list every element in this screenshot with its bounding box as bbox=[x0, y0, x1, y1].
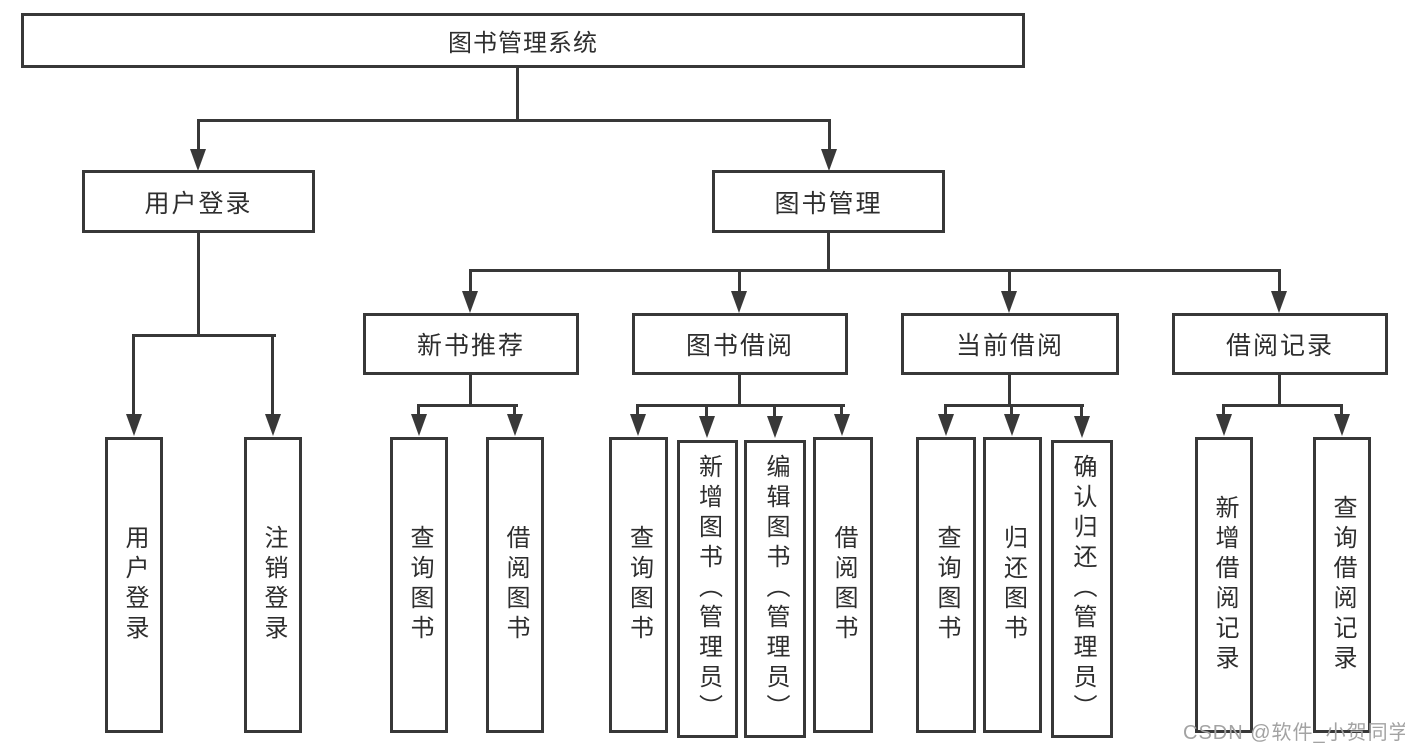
connector-root-horizontal bbox=[197, 119, 831, 122]
connector-bb-leaf4 bbox=[840, 404, 843, 416]
arrowhead-bb-leaf1 bbox=[630, 414, 646, 436]
connector-to-leaf-user-login bbox=[132, 334, 135, 416]
connector-br-horizontal bbox=[1223, 404, 1343, 407]
connector-to-current-borrowing bbox=[1008, 269, 1011, 293]
connector-to-borrowing-records bbox=[1278, 269, 1281, 293]
arrowhead-to-user-login bbox=[190, 149, 206, 171]
leaf-nbr-query-books-label: 查询图书 bbox=[406, 525, 433, 645]
arrowhead-to-book-borrowing bbox=[731, 291, 747, 313]
arrowhead-to-leaf-user-login bbox=[126, 414, 142, 436]
leaf-bb-edit-book-admin-label: 编辑图书（管理员） bbox=[762, 454, 789, 724]
connector-bb-leaf3 bbox=[773, 404, 776, 418]
leaf-br-query-record-label: 查询借阅记录 bbox=[1329, 495, 1356, 675]
connector-cb-leaf1 bbox=[944, 404, 947, 416]
connector-to-book-borrowing bbox=[738, 269, 741, 293]
leaf-bb-borrow-books: 借阅图书 bbox=[813, 437, 873, 733]
arrowhead-br-leaf2 bbox=[1334, 414, 1350, 436]
arrowhead-br-leaf1 bbox=[1216, 414, 1232, 436]
leaf-cb-query-books-label: 查询图书 bbox=[933, 525, 960, 645]
arrowhead-bb-leaf3 bbox=[767, 416, 783, 438]
leaf-bb-edit-book-admin: 编辑图书（管理员） bbox=[744, 440, 806, 738]
arrowhead-bb-leaf4 bbox=[834, 414, 850, 436]
leaf-cb-confirm-return-admin: 确认归还（管理员） bbox=[1051, 440, 1113, 738]
arrowhead-to-new-book-recommend bbox=[462, 291, 478, 313]
node-current-borrowing-label: 当前借阅 bbox=[955, 332, 1064, 360]
arrowhead-cb-leaf3 bbox=[1074, 416, 1090, 438]
connector-cb-leaf2 bbox=[1010, 404, 1013, 416]
leaf-user-login: 用户登录 bbox=[105, 437, 163, 733]
leaf-cb-return-books-label: 归还图书 bbox=[999, 525, 1027, 645]
node-root-book-management-system: 图书管理系统 bbox=[21, 13, 1025, 68]
arrowhead-nbr-leaf1 bbox=[411, 414, 427, 436]
leaf-nbr-query-books: 查询图书 bbox=[390, 437, 448, 733]
arrowhead-to-leaf-logout bbox=[265, 414, 281, 436]
leaf-bb-query-books-label: 查询图书 bbox=[625, 525, 653, 645]
node-current-borrowing: 当前借阅 bbox=[901, 313, 1119, 375]
connector-nbr-leaf1 bbox=[417, 404, 420, 416]
node-book-borrowing: 图书借阅 bbox=[632, 313, 848, 375]
leaf-nbr-borrow-books: 借阅图书 bbox=[486, 437, 544, 733]
connector-to-leaf-logout bbox=[271, 334, 274, 416]
connector-bb-stub bbox=[738, 373, 741, 406]
leaf-bb-add-book-admin-label: 新增图书（管理员） bbox=[694, 454, 722, 724]
node-book-management: 图书管理 bbox=[712, 170, 945, 233]
arrowhead-to-current-borrowing bbox=[1001, 291, 1017, 313]
connector-bb-leaf1 bbox=[636, 404, 639, 416]
connector-user-login-horizontal bbox=[133, 334, 276, 337]
arrowhead-to-borrowing-records bbox=[1271, 291, 1287, 313]
leaf-bb-borrow-books-label: 借阅图书 bbox=[830, 525, 857, 645]
arrowhead-to-book-management bbox=[821, 149, 837, 171]
node-book-borrowing-label: 图书借阅 bbox=[685, 332, 794, 360]
node-book-management-label: 图书管理 bbox=[774, 189, 883, 218]
connector-user-login-stub bbox=[197, 231, 200, 337]
connector-nbr-horizontal bbox=[418, 404, 518, 407]
connector-cb-stub bbox=[1008, 373, 1011, 406]
connector-book-management-stub bbox=[827, 231, 830, 272]
arrowhead-nbr-leaf2 bbox=[507, 414, 523, 436]
connector-to-user-login bbox=[197, 119, 200, 151]
connector-bb-leaf2 bbox=[705, 404, 708, 418]
node-new-book-recommend: 新书推荐 bbox=[363, 313, 579, 375]
leaf-bb-query-books: 查询图书 bbox=[609, 437, 668, 733]
arrowhead-bb-leaf2 bbox=[699, 416, 715, 438]
node-root-label: 图书管理系统 bbox=[448, 30, 598, 57]
connector-nbr-stub bbox=[469, 373, 472, 406]
leaf-cb-return-books: 归还图书 bbox=[983, 437, 1042, 733]
leaf-bb-add-book-admin: 新增图书（管理员） bbox=[677, 440, 738, 738]
node-borrowing-records-label: 借阅记录 bbox=[1225, 332, 1334, 360]
leaf-br-add-record: 新增借阅记录 bbox=[1195, 437, 1253, 733]
connector-br-leaf2 bbox=[1340, 404, 1343, 416]
leaf-cb-confirm-return-admin-label: 确认归还（管理员） bbox=[1069, 454, 1096, 724]
node-new-book-recommend-label: 新书推荐 bbox=[416, 332, 525, 360]
leaf-nbr-borrow-books-label: 借阅图书 bbox=[502, 525, 529, 645]
arrowhead-cb-leaf1 bbox=[938, 414, 954, 436]
leaf-user-login-label: 用户登录 bbox=[121, 525, 148, 645]
connector-cb-horizontal bbox=[945, 404, 1084, 407]
connector-to-book-management bbox=[828, 119, 831, 151]
leaf-cb-query-books: 查询图书 bbox=[916, 437, 976, 733]
leaf-logout: 注销登录 bbox=[244, 437, 302, 733]
arrowhead-cb-leaf2 bbox=[1004, 414, 1020, 436]
leaf-br-add-record-label: 新增借阅记录 bbox=[1211, 495, 1238, 675]
connector-level2-horizontal bbox=[469, 269, 1281, 272]
node-user-login-label: 用户登录 bbox=[144, 189, 253, 218]
node-user-login: 用户登录 bbox=[82, 170, 315, 233]
leaf-logout-label: 注销登录 bbox=[260, 525, 287, 645]
node-borrowing-records: 借阅记录 bbox=[1172, 313, 1388, 375]
connector-br-stub bbox=[1278, 373, 1281, 406]
connector-nbr-leaf2 bbox=[513, 404, 516, 416]
leaf-br-query-record: 查询借阅记录 bbox=[1313, 437, 1371, 733]
connector-root-stub bbox=[516, 66, 519, 121]
csdn-watermark: CSDN @软件_小贺同学 bbox=[1183, 722, 1405, 744]
connector-bb-horizontal bbox=[637, 404, 845, 407]
connector-br-leaf1 bbox=[1222, 404, 1225, 416]
connector-cb-leaf3 bbox=[1080, 404, 1083, 418]
connector-to-new-book-recommend bbox=[469, 269, 472, 293]
